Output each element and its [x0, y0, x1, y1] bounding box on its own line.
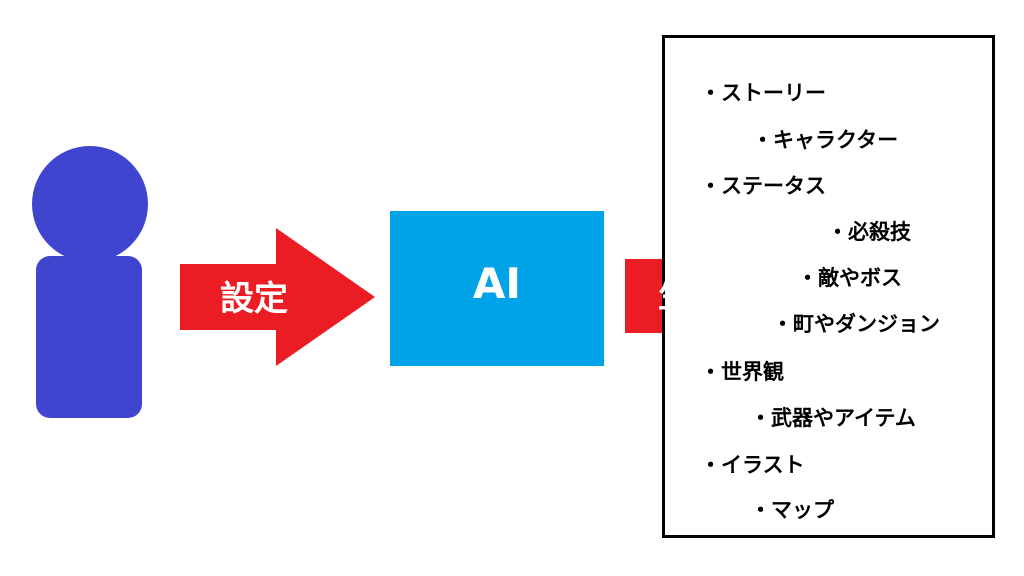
settings-arrow-shape [180, 228, 375, 366]
list-item-special-move: ・必殺技 [827, 220, 911, 244]
list-item-towns-dungeons: ・町やダンジョン [772, 312, 940, 336]
ai-label: AI [472, 259, 522, 308]
list-item-map: ・マップ [750, 498, 834, 522]
list-item-illustration: ・イラスト [700, 453, 805, 477]
generate-label: 生成 [658, 276, 726, 316]
person-head-icon [32, 146, 148, 262]
person-body-icon [36, 256, 142, 418]
list-item-enemies-bosses: ・敵やボス [797, 266, 902, 290]
list-item-world-view: ・世界観 [700, 360, 784, 384]
list-item-story: ・ストーリー [700, 81, 826, 105]
list-item-status: ・ステータス [700, 174, 826, 198]
ai-box: AI [390, 211, 604, 366]
settings-arrow [180, 228, 375, 366]
list-item-character: ・キャラクター [752, 128, 899, 152]
settings-label: 設定 [220, 279, 288, 319]
list-item-weapons-items: ・武器やアイテム [750, 406, 916, 430]
output-list-box [662, 35, 995, 538]
